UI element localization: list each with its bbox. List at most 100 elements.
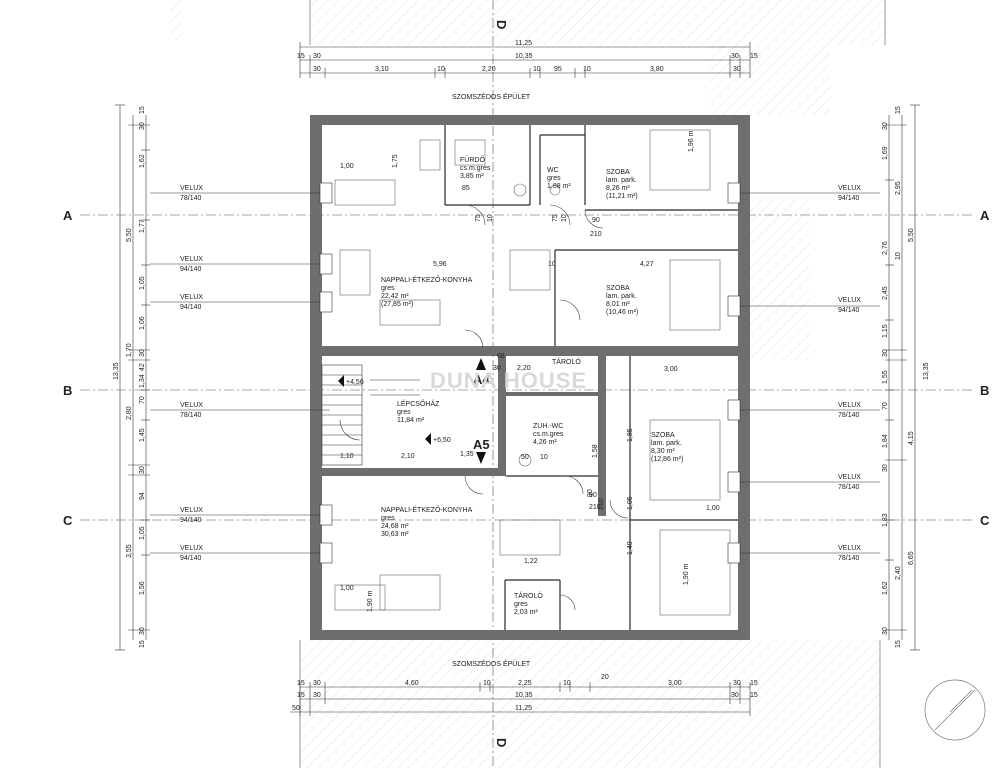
neighbor-building-right-top <box>710 45 830 115</box>
north-arrow-icon <box>924 679 986 741</box>
bottom-dim-r2-2: 10,35 <box>515 692 533 699</box>
room-szoba1-floor: lam. park. <box>606 177 637 184</box>
axis-label-d-bottom: D <box>494 738 509 747</box>
left-dim-mid-3: 3,55 <box>126 544 133 558</box>
velux-left-2-name: VELUX <box>180 256 203 263</box>
interior-dim-19: 50 <box>521 454 529 461</box>
left-dim-in-14: 1,56 <box>139 581 146 595</box>
interior-dim-30: 1,90 m <box>683 563 690 585</box>
velux-right-4-size: 78/140 <box>838 484 860 491</box>
right-dim-in-8: 30 <box>882 349 889 357</box>
left-dim-mid-0: 5,50 <box>126 228 133 242</box>
interior-dim-25: 1,90 m <box>367 590 374 612</box>
axis-label-c-right: C <box>980 513 990 528</box>
right-dim-in-12: 30 <box>882 464 889 472</box>
top-dim-r3-4: 10 <box>533 66 541 73</box>
room-szoba3-name: SZOBA <box>651 432 675 439</box>
bottom-dim-r1-2: 4,60 <box>405 680 419 687</box>
interior-dim-26: 1,96 m <box>688 130 695 152</box>
velux-right-2-size: 94/140 <box>838 307 860 314</box>
room-zuhanyzo: ZUH.-WC cs.m.gres 4,26 m² <box>533 423 564 446</box>
bottom-dimension-chains <box>290 682 751 716</box>
bottom-dim-r1-8: 30 <box>733 680 741 687</box>
top-dim-r2-0: 15 <box>297 53 305 60</box>
left-dim-in-1: 30 <box>139 122 146 130</box>
apartment-label-a5: A5 <box>473 437 490 452</box>
top-dim-r3-6: 10 <box>583 66 591 73</box>
interior-dim-27: 90 <box>587 489 594 497</box>
right-dim-in-16: 30 <box>882 627 889 635</box>
top-dim-r2-1: 30 <box>313 53 321 60</box>
top-dimension-chains <box>299 42 751 78</box>
right-dim-mid-2: 6,65 <box>908 551 915 565</box>
neighbor-building-right-lower <box>745 200 810 360</box>
interior-dim-34: 1,58 <box>592 444 599 458</box>
room-zuh-name: ZUH.-WC <box>533 423 563 430</box>
right-dim-in-13: 1,83 <box>882 513 889 527</box>
room-nappali2-floor: gres <box>381 515 395 522</box>
bottom-dim-r2-1: 30 <box>313 692 321 699</box>
velux-left-1-size: 78/140 <box>180 195 202 202</box>
velux-left-1-name: VELUX <box>180 185 203 192</box>
bottom-dim-r2-3: 30 <box>731 692 739 699</box>
top-dim-r3-8: 30 <box>733 66 741 73</box>
top-dim-r2-2: 10,35 <box>515 53 533 60</box>
room-nappali2-area: 24,68 m² <box>381 523 409 530</box>
right-dim-in-17: 15 <box>895 640 902 648</box>
velux-right-5-name: VELUX <box>838 545 861 552</box>
level-lower-text: +6,50 <box>433 437 451 444</box>
room-lepcsohaz-floor: gres <box>397 409 411 416</box>
velux-right-4-name: VELUX <box>838 474 861 481</box>
interior-dim-14: 30 <box>493 365 501 372</box>
room-nappali1-floor: gres <box>381 285 395 292</box>
interior-dim-2: 85 <box>462 185 470 192</box>
interior-dim-6: 10 <box>561 214 568 222</box>
right-dim-outer: 13,35 <box>923 362 930 380</box>
room-nappali-2: NAPPALI-ÉTKEZŐ-KONYHA gres 24,68 m² 30,6… <box>381 505 473 538</box>
room-nappali1-name: NAPPALI-ÉTKEZŐ-KONYHA <box>381 275 473 284</box>
right-dim-in-5: 10 <box>895 252 902 260</box>
apartment-label-a4: A4 <box>473 372 490 387</box>
interior-dim-31: 1,00 <box>706 505 720 512</box>
room-zuh-floor: cs.m.gres <box>533 431 564 438</box>
interior-dim-32: 1,05 <box>627 496 634 510</box>
room-szoba3-area: 8,30 m² <box>651 448 675 455</box>
axis-label-b-left: B <box>63 383 72 398</box>
neighbor-label-top: SZOMSZÉDOS ÉPÜLET <box>452 92 531 101</box>
velux-left-3-size: 94/140 <box>180 304 202 311</box>
left-dim-in-8: 1,34 <box>139 374 146 388</box>
right-dim-in-2: 1,69 <box>882 146 889 160</box>
interior-dim-5: 75 <box>552 214 559 222</box>
right-dim-in-7: 1,15 <box>882 324 889 338</box>
velux-left-4-name: VELUX <box>180 402 203 409</box>
apartment-marker-a4: A4 <box>473 358 490 387</box>
bottom-dim-r1-9: 15 <box>750 680 758 687</box>
room-lepcsohaz-area: 11,84 m² <box>397 417 425 424</box>
interior-dim-28: 210 <box>598 498 605 510</box>
room-lepcsohaz-name: LÉPCSŐHÁZ <box>397 399 440 408</box>
room-tarolo2-floor: gres <box>514 601 528 608</box>
left-dim-in-12: 94 <box>139 492 146 500</box>
interior-dim-3: 75 <box>475 214 482 222</box>
left-dim-mid-1: 1,70 <box>126 343 133 357</box>
interior-dim-23: 1,22 <box>524 558 538 565</box>
room-szoba-3: SZOBA lam. park. 8,30 m² (12,86 m²) <box>651 432 683 463</box>
neighbor-building-bottom-area <box>300 640 880 768</box>
right-dim-in-14: 2,40 <box>895 566 902 580</box>
axis-label-d-top: D <box>494 20 509 29</box>
room-szoba2-floor: lam. park. <box>606 293 637 300</box>
axis-label-a-left: A <box>63 208 73 223</box>
left-dim-in-13: 1,05 <box>139 526 146 540</box>
top-dim-r3-3: 2,20 <box>482 66 496 73</box>
interior-dim-21: 90 <box>589 492 597 499</box>
interior-dim-1: 1,75 <box>392 154 399 168</box>
bottom-dim-r1-5: 10 <box>563 680 571 687</box>
left-dim-in-5: 1,06 <box>139 316 146 330</box>
velux-left-2-size: 94/140 <box>180 266 202 273</box>
axis-label-b-right: B <box>980 383 989 398</box>
room-szoba3-area2: (12,86 m²) <box>651 456 683 463</box>
interior-dim-11: 10 <box>548 261 556 268</box>
interior-dim-22: 210 <box>589 504 601 511</box>
interior-dim-7: 90 <box>592 217 600 224</box>
room-szoba1-name: SZOBA <box>606 169 630 176</box>
